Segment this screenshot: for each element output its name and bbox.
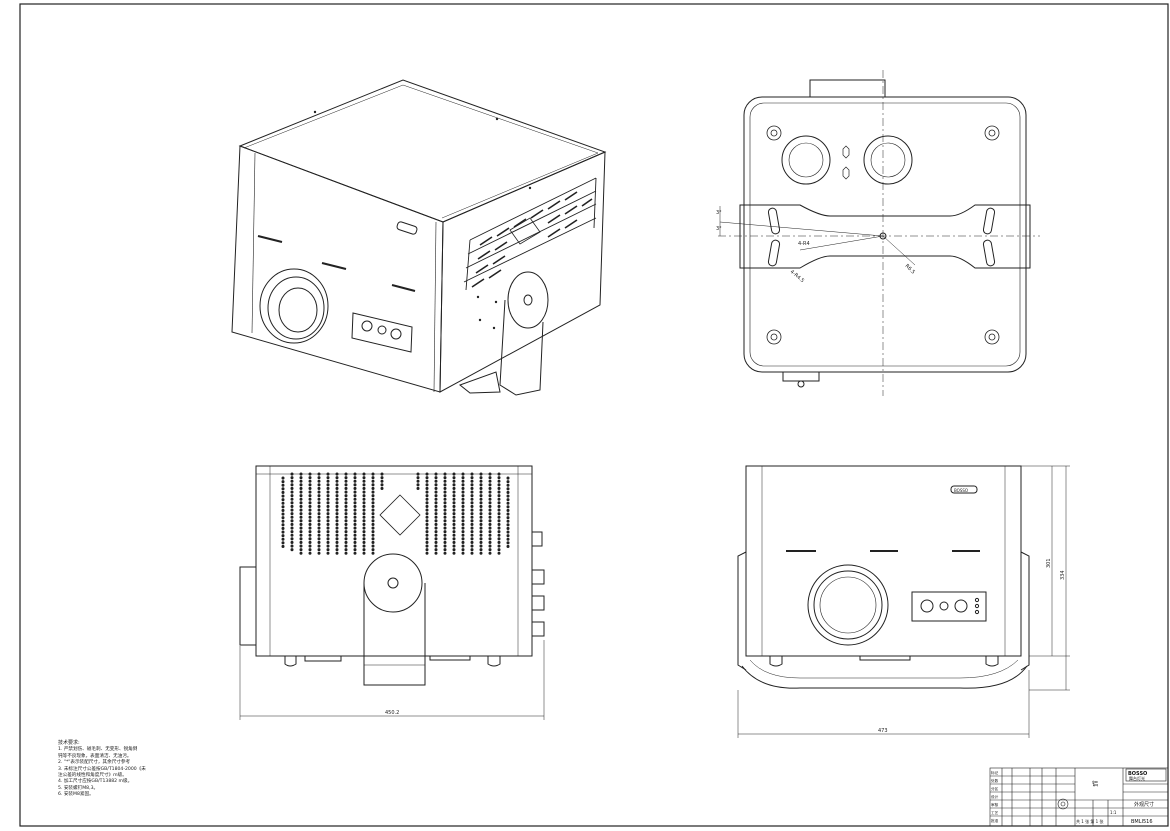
title-logo-line2: 舞台灯光 bbox=[1129, 775, 1145, 781]
drawing-border bbox=[19, 3, 1169, 827]
front-view bbox=[737, 465, 1070, 738]
front-width-dimension: 473 bbox=[878, 728, 888, 734]
front-height-inner-dimension: 301 bbox=[1046, 558, 1052, 568]
technical-notes: 技术要求: 1. 严禁划伤、碰毛刺、无变形、锐角倒 钝等不良现象，表面清洁、无油… bbox=[58, 740, 178, 799]
title-row-label: 标记 bbox=[991, 770, 999, 775]
title-sheet-info: 共 1 张 第 1 张 bbox=[1076, 818, 1103, 824]
note-line: 钝等不良现象，表面清洁、无油污。 bbox=[58, 753, 132, 759]
title-row-label: 工艺 bbox=[991, 810, 999, 815]
note-line: 6. 安装M8紧固。 bbox=[58, 792, 94, 798]
title-material: 铝 bbox=[1092, 780, 1098, 788]
title-block bbox=[989, 767, 1169, 827]
top-dim-center: R6.5 bbox=[904, 263, 916, 275]
front-badge-text: BOSSO bbox=[954, 488, 968, 493]
note-line: 5. 安装螺钉M8,3。 bbox=[58, 785, 99, 791]
note-line: 4. 加工尺寸应按GB/T13882 m级。 bbox=[58, 779, 133, 785]
title-scale: 1:1 bbox=[1110, 810, 1117, 815]
title-row-labels: 标记 处数 分区 设计 审核 工艺 批准 bbox=[991, 770, 999, 823]
top-angle-label-2: 3° bbox=[716, 226, 722, 232]
notes-title: 技术要求: bbox=[58, 740, 80, 746]
note-line: 3. 未标注尺寸公差按GB/T1804-2000《未 bbox=[58, 766, 146, 772]
title-row-label: 处数 bbox=[991, 778, 999, 783]
top-dim-slot2: 4-R4.5 bbox=[789, 269, 805, 284]
title-row-label: 批准 bbox=[991, 818, 999, 823]
side-width-dimension: 450.2 bbox=[385, 710, 399, 716]
top-dim-slot: 4-R4 bbox=[798, 241, 810, 247]
top-angle-label-1: 3° bbox=[716, 210, 722, 216]
front-height-outer-dimension: 334 bbox=[1060, 570, 1066, 580]
title-row-label: 审核 bbox=[991, 802, 999, 807]
title-logo-line1: BOSSO bbox=[1128, 771, 1147, 777]
title-row-label: 分区 bbox=[991, 786, 999, 791]
top-view bbox=[718, 70, 1040, 396]
title-drawing-name: 外观尺寸 bbox=[1134, 801, 1154, 808]
title-row-label: 设计 bbox=[991, 794, 999, 799]
side-view bbox=[239, 465, 545, 720]
note-line: 1. 严禁划伤、碰毛刺、无变形、锐角倒 bbox=[58, 747, 138, 753]
title-drawing-code: BMLI516 bbox=[1131, 819, 1153, 825]
isometric-view bbox=[231, 79, 607, 396]
note-line: 2. "*"表示装配尺寸，其余尺寸参考 bbox=[58, 760, 131, 766]
note-line: 注公差的线性和角度尺寸》m级。 bbox=[58, 773, 127, 779]
